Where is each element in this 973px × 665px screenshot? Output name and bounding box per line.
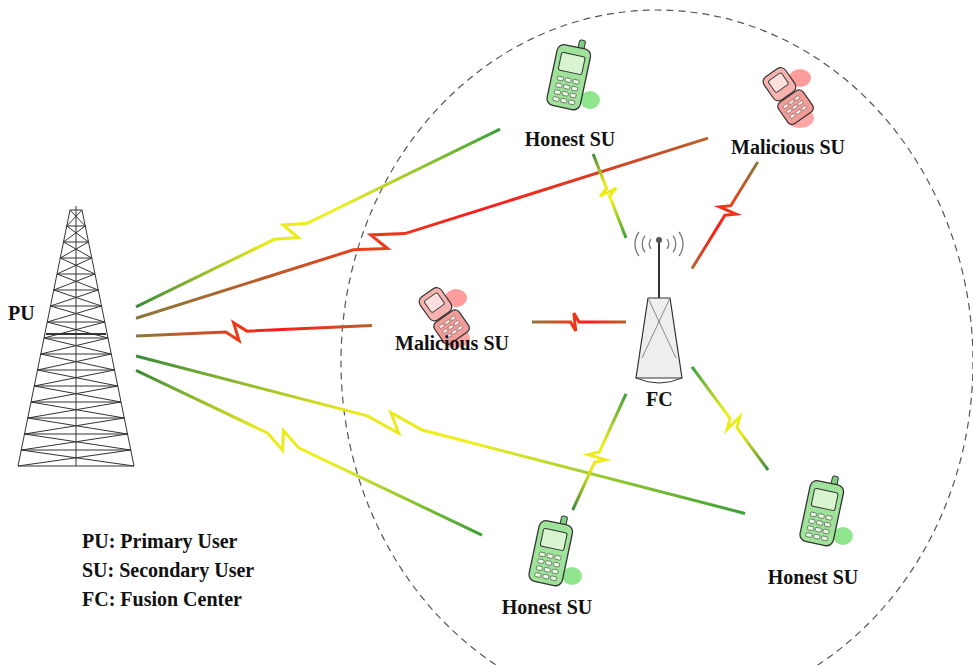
radio-link xyxy=(593,154,626,238)
node-label: Honest SU xyxy=(525,128,616,151)
radio-link xyxy=(136,129,500,307)
node-label: Honest SU xyxy=(502,596,593,619)
radio-link xyxy=(136,356,745,513)
radio-link xyxy=(136,138,708,318)
legend-note: FC: Fusion Center xyxy=(82,588,242,611)
secondary-user: Honest SU xyxy=(482,510,612,622)
radio-link xyxy=(136,370,482,535)
legend-note: SU: Secondary User xyxy=(82,559,254,582)
radio-link xyxy=(532,313,626,331)
node-label: FC xyxy=(646,388,673,411)
primary-user: PU xyxy=(4,208,136,470)
radio-link xyxy=(573,394,626,510)
legend-note: PU: Primary User xyxy=(82,530,238,553)
node-label: Honest SU xyxy=(768,566,859,589)
secondary-user: Honest SU xyxy=(745,470,881,592)
secondary-user: Honest SU xyxy=(500,36,640,154)
fc-tower xyxy=(635,232,683,383)
radio-link xyxy=(692,162,758,269)
node-icon xyxy=(4,208,136,470)
radio-link xyxy=(136,323,372,341)
malicious-phone xyxy=(759,64,815,128)
radio-link xyxy=(692,367,768,470)
node-label: Malicious SU xyxy=(395,332,509,355)
node-label: Malicious SU xyxy=(731,136,845,159)
node-icon xyxy=(626,228,692,416)
lattice-tower xyxy=(18,206,134,466)
secondary-user: Malicious SU xyxy=(372,284,532,360)
node-label: PU xyxy=(8,302,35,325)
coverage-boundary xyxy=(341,10,973,665)
honest-phone xyxy=(799,472,853,548)
honest-phone xyxy=(528,512,582,588)
honest-phone xyxy=(546,36,600,112)
fusion-center: FC xyxy=(626,228,692,416)
secondary-user: Malicious SU xyxy=(708,64,868,162)
